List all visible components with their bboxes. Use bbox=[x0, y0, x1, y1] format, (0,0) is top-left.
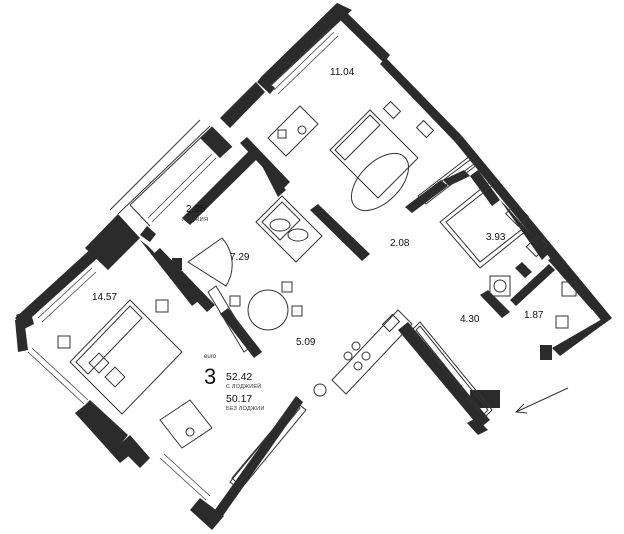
outer-walls bbox=[15, 3, 612, 530]
radiator-hall bbox=[417, 155, 479, 205]
room-label-1-87: 1.87 bbox=[524, 310, 544, 321]
desk-room-11 bbox=[267, 105, 319, 157]
room-label-4-30: 4.30 bbox=[460, 314, 480, 325]
dining-table bbox=[207, 281, 303, 353]
area-with-loggia-caption: С ЛОДЖИЕЙ bbox=[226, 382, 261, 390]
rooms-count: 3 bbox=[204, 364, 216, 389]
desk-bedroom bbox=[159, 399, 213, 449]
room-label-3-93: 3.93 bbox=[486, 232, 506, 243]
kitchen-counter bbox=[313, 309, 413, 397]
entrance-arrow bbox=[514, 387, 569, 414]
armchairs-room-7 bbox=[255, 195, 323, 263]
area-with-loggia: 52.42 bbox=[226, 371, 252, 383]
loggia-caption: ЛОДЖИЯ bbox=[182, 217, 208, 223]
room-label-5-09: 5.09 bbox=[296, 337, 316, 348]
room-label-loggia: 2.25 bbox=[186, 204, 206, 215]
radiator-kitchen bbox=[229, 401, 307, 491]
room-label-14-57: 14.57 bbox=[92, 292, 117, 303]
room-label-7-29: 7.29 bbox=[230, 252, 250, 263]
door-room-7 bbox=[187, 237, 233, 287]
radiator-corridor bbox=[411, 321, 493, 419]
room-label-2-08: 2.08 bbox=[390, 238, 410, 249]
apartment-type-label: euro bbox=[204, 354, 217, 360]
bed-room-11 bbox=[329, 100, 435, 212]
room-label-11-04: 11.04 bbox=[330, 67, 355, 78]
windows bbox=[27, 27, 339, 501]
inner-partitions bbox=[140, 137, 600, 358]
sanitary-fixtures bbox=[489, 202, 577, 329]
bed-bedroom bbox=[57, 299, 183, 415]
area-without-loggia-caption: БЕЗ ЛОДЖИИ bbox=[226, 406, 264, 412]
area-without-loggia: 50.17 bbox=[226, 393, 252, 405]
bathtub bbox=[439, 179, 533, 269]
